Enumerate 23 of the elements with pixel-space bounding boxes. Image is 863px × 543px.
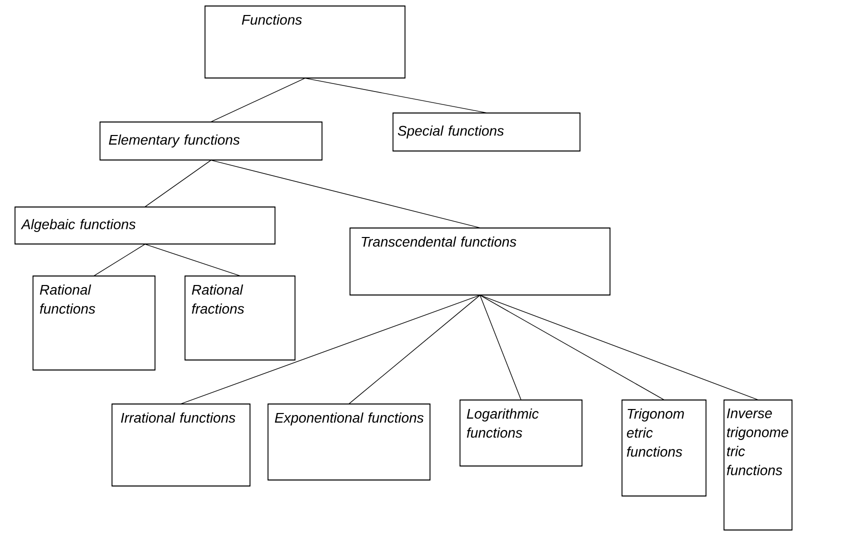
connector-line (480, 294, 758, 400)
concept-box: Special functions (392, 112, 580, 152)
concept-box: Functions (204, 6, 406, 78)
connector-line (210, 160, 480, 228)
connector-line (480, 294, 664, 400)
connector-line (94, 244, 146, 276)
connector-line (304, 78, 487, 114)
concept-box: Rational fractions (184, 276, 296, 360)
concept-box: Logarithmic functions (460, 400, 582, 466)
concept-box: Transcendental functions (350, 228, 610, 296)
concept-box: Algebaic functions (14, 206, 276, 244)
connector-line (210, 78, 306, 122)
connector-line (144, 244, 240, 276)
concept-box: Rational functions (32, 276, 156, 370)
concept-box: Exponentional functions (268, 404, 430, 480)
concept-box: Inverse trigonome tric functions (724, 400, 792, 530)
connector-line (348, 294, 480, 404)
concept-box: Irrational functions (112, 404, 250, 486)
connector-line (144, 160, 212, 208)
connector-line (180, 294, 480, 404)
concept-box: Elementary functions (100, 122, 322, 160)
concept-box: Trigonom etric functions (622, 400, 706, 496)
connector-line (480, 294, 522, 400)
